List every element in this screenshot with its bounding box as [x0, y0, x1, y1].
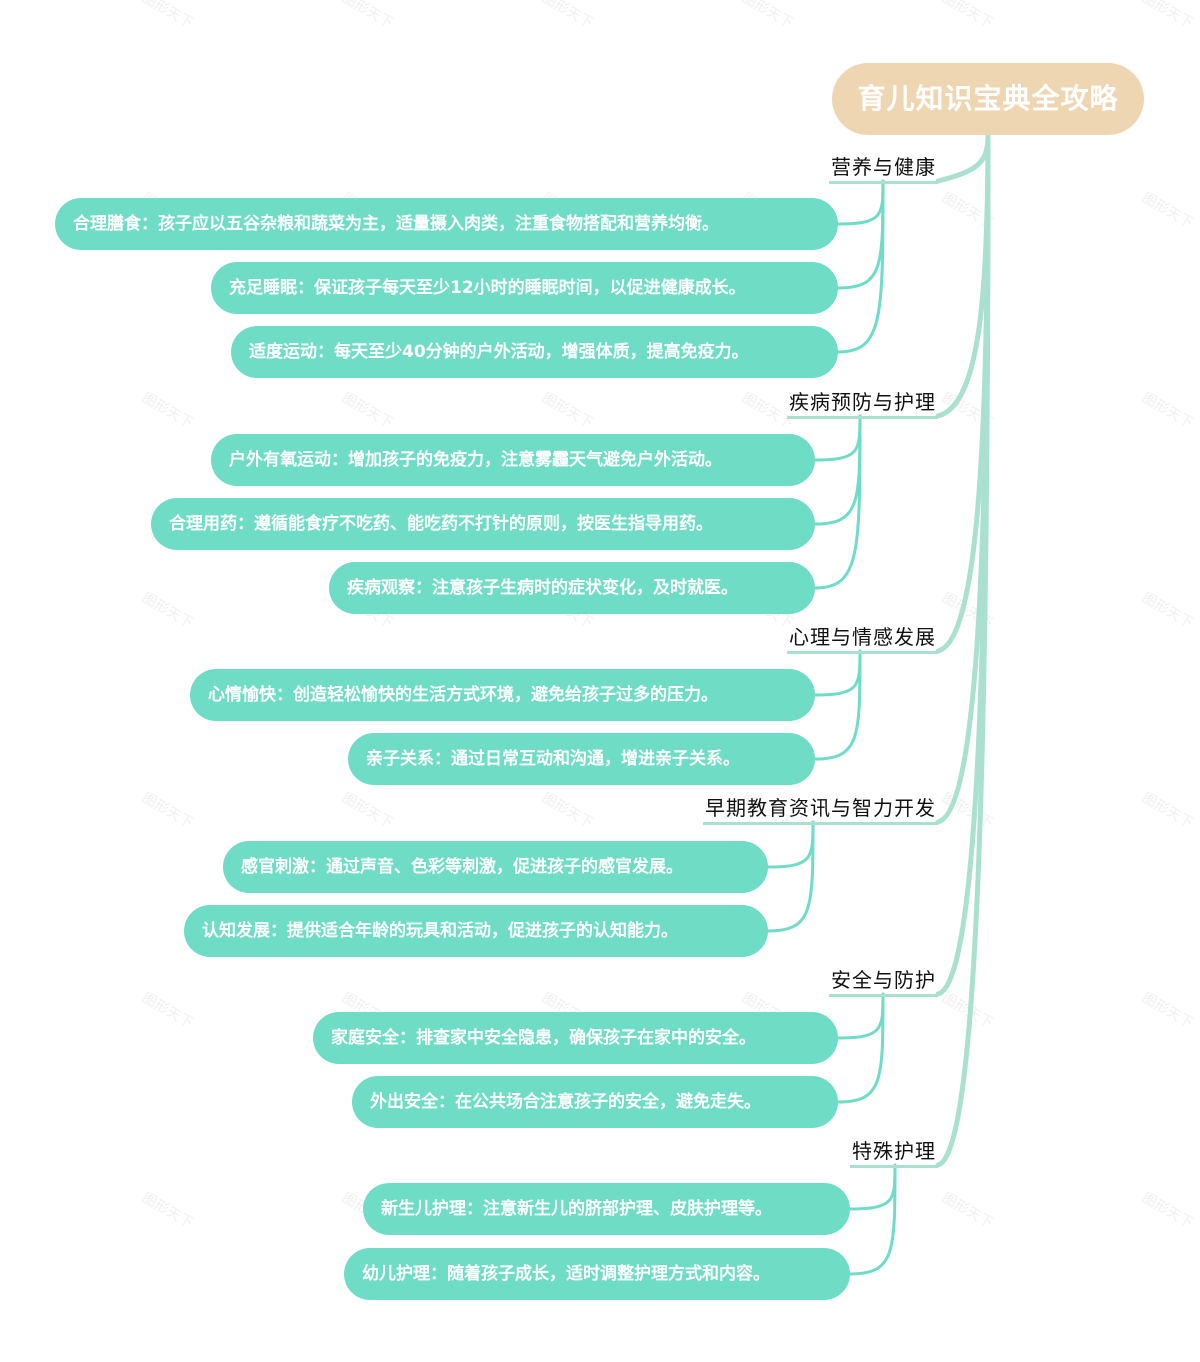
leaf-connector — [813, 649, 862, 761]
leaf-topic[interactable]: 外出安全：在公共场合注意孩子的安全，避免走失。 — [352, 1076, 838, 1128]
leaf-connector — [836, 179, 885, 226]
leaf-topic[interactable]: 充足睡眠：保证孩子每天至少12小时的睡眠时间，以促进健康成长。 — [211, 262, 838, 314]
branch-topic[interactable]: 早期教育资讯与智力开发 — [703, 796, 938, 825]
leaf-connector — [813, 414, 862, 526]
leaf-connector — [766, 820, 815, 869]
leaf-topic[interactable]: 亲子关系：通过日常互动和沟通，增进亲子关系。 — [348, 733, 815, 785]
branch-topic[interactable]: 特殊护理 — [850, 1139, 938, 1168]
leaf-connector — [836, 179, 885, 354]
branch-topic[interactable]: 安全与防护 — [829, 968, 938, 997]
leaf-connector — [836, 179, 885, 290]
leaf-topic[interactable]: 感官刺激：通过声音、色彩等刺激，促进孩子的感官发展。 — [223, 841, 768, 893]
branch-topic[interactable]: 心理与情感发展 — [787, 625, 938, 654]
leaf-topic[interactable]: 疾病观察：注意孩子生病时的症状变化，及时就医。 — [329, 562, 815, 614]
branch-connector — [935, 132, 991, 184]
leaf-connector — [836, 992, 885, 1104]
branch-connector — [935, 132, 991, 1168]
leaf-connector — [848, 1163, 897, 1276]
leaf-connector — [813, 414, 862, 462]
leaf-topic[interactable]: 认知发展：提供适合年龄的玩具和活动，促进孩子的认知能力。 — [184, 905, 768, 957]
branch-topic[interactable]: 营养与健康 — [829, 155, 938, 184]
leaf-topic[interactable]: 新生儿护理：注意新生儿的脐部护理、皮肤护理等。 — [363, 1183, 850, 1235]
leaf-connector — [836, 992, 885, 1040]
root-topic[interactable]: 育儿知识宝典全攻略 — [832, 63, 1144, 135]
leaf-topic[interactable]: 合理膳食：孩子应以五谷杂粮和蔬菜为主，适量摄入肉类，注重食物搭配和营养均衡。 — [55, 198, 838, 250]
leaf-topic[interactable]: 心情愉快：创造轻松愉快的生活方式环境，避免给孩子过多的压力。 — [190, 669, 815, 721]
leaf-topic[interactable]: 幼儿护理：随着孩子成长，适时调整护理方式和内容。 — [344, 1248, 850, 1300]
leaf-connector — [766, 820, 815, 933]
leaf-topic[interactable]: 户外有氧运动：增加孩子的免疫力，注意雾霾天气避免户外活动。 — [211, 434, 815, 486]
leaf-topic[interactable]: 合理用药：遵循能食疗不吃药、能吃药不打针的原则，按医生指导用药。 — [151, 498, 815, 550]
branch-topic[interactable]: 疾病预防与护理 — [787, 390, 938, 419]
leaf-topic[interactable]: 家庭安全：排查家中安全隐患，确保孩子在家中的安全。 — [313, 1012, 838, 1064]
leaf-connector — [813, 414, 862, 590]
leaf-connector — [813, 649, 862, 697]
leaf-topic[interactable]: 适度运动：每天至少40分钟的户外活动，增强体质，提高免疫力。 — [231, 326, 838, 378]
leaf-connector — [848, 1163, 897, 1211]
